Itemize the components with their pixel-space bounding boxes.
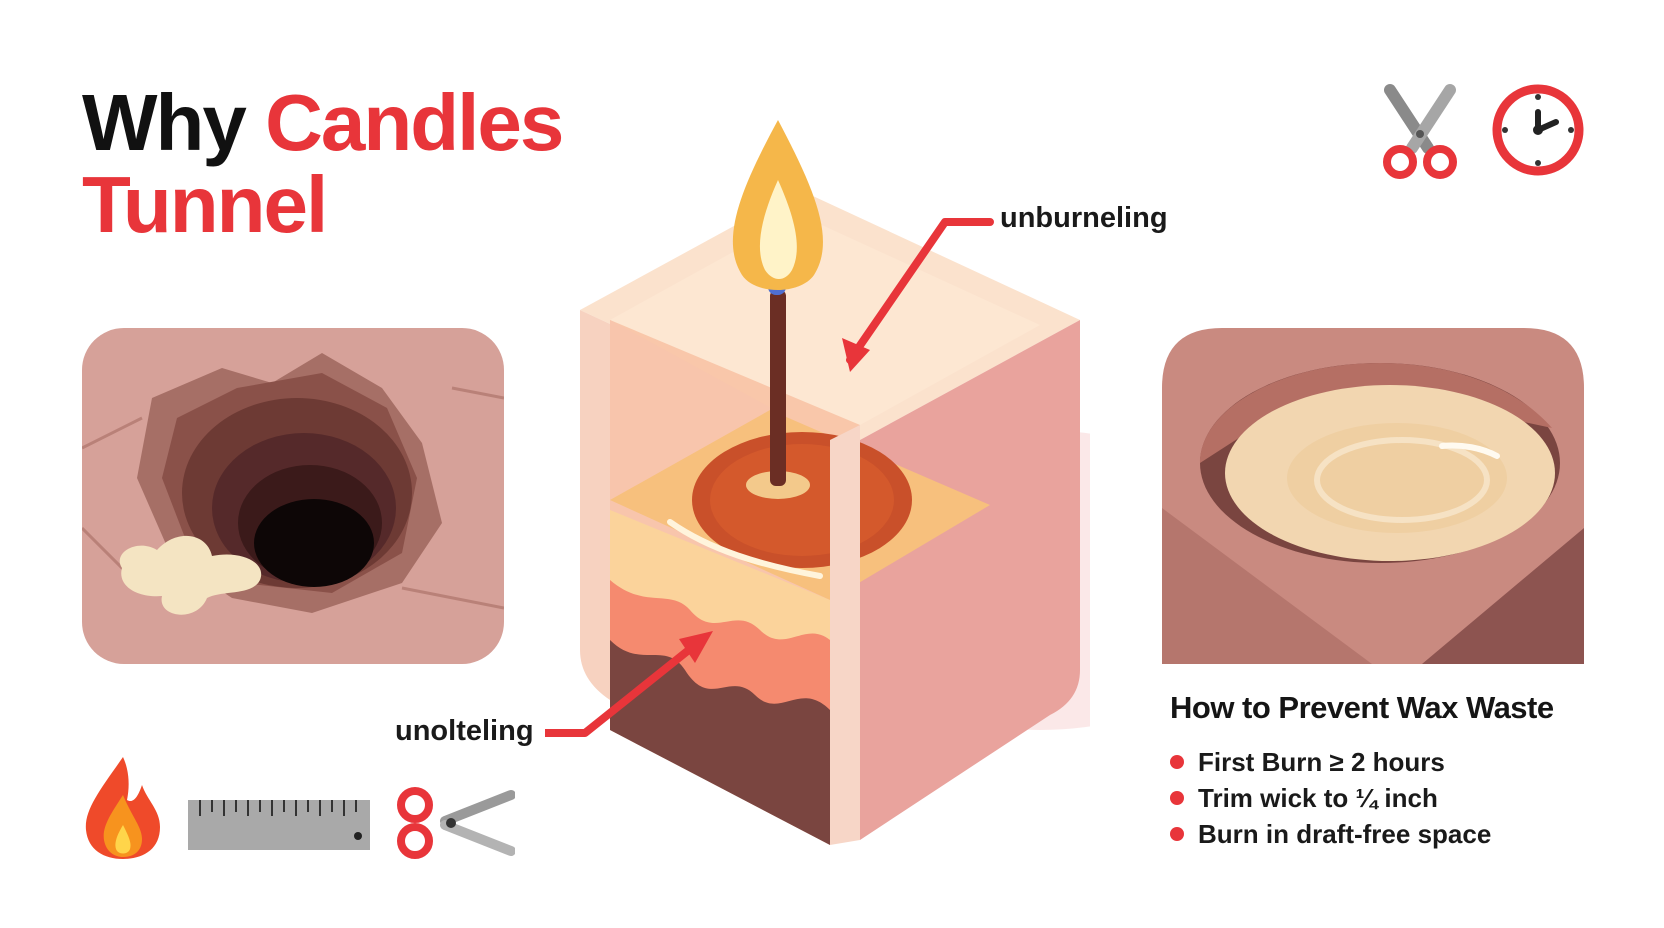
clock-icon: [1492, 84, 1584, 176]
title-word-tunnel: Tunnel: [82, 160, 328, 249]
title-word-why: Why: [82, 78, 247, 167]
title-word-candles: Candles: [265, 78, 564, 167]
list-item: Trim wick to ¼ inch: [1170, 780, 1640, 816]
page-title: Why Candles Tunnel: [82, 82, 564, 249]
tips-heading: How to Prevent Wax Waste: [1170, 690, 1554, 725]
callout-arrow-top: [842, 218, 994, 372]
flame-icon: [85, 757, 160, 859]
callout-arrow-bottom: [545, 631, 713, 737]
ruler-icon: [188, 800, 370, 850]
tunneling-hole-illustration: [82, 328, 504, 664]
prevention-tips: How to Prevent Wax Waste First Burn ≥ 2 …: [1170, 690, 1640, 852]
callout-label-top: unburneling: [1000, 202, 1168, 234]
tips-list: First Burn ≥ 2 hours Trim wick to ¼ inch…: [1170, 744, 1640, 852]
scissors-icon: [1383, 84, 1457, 179]
candle-cutaway-illustration: [580, 120, 1090, 845]
list-item: First Burn ≥ 2 hours: [1170, 744, 1640, 780]
callout-label-bottom: unolteling: [395, 715, 534, 747]
even-melt-illustration: [1162, 328, 1584, 664]
scissors-icon: [397, 787, 515, 859]
list-item: Burn in draft-free space: [1170, 816, 1640, 852]
